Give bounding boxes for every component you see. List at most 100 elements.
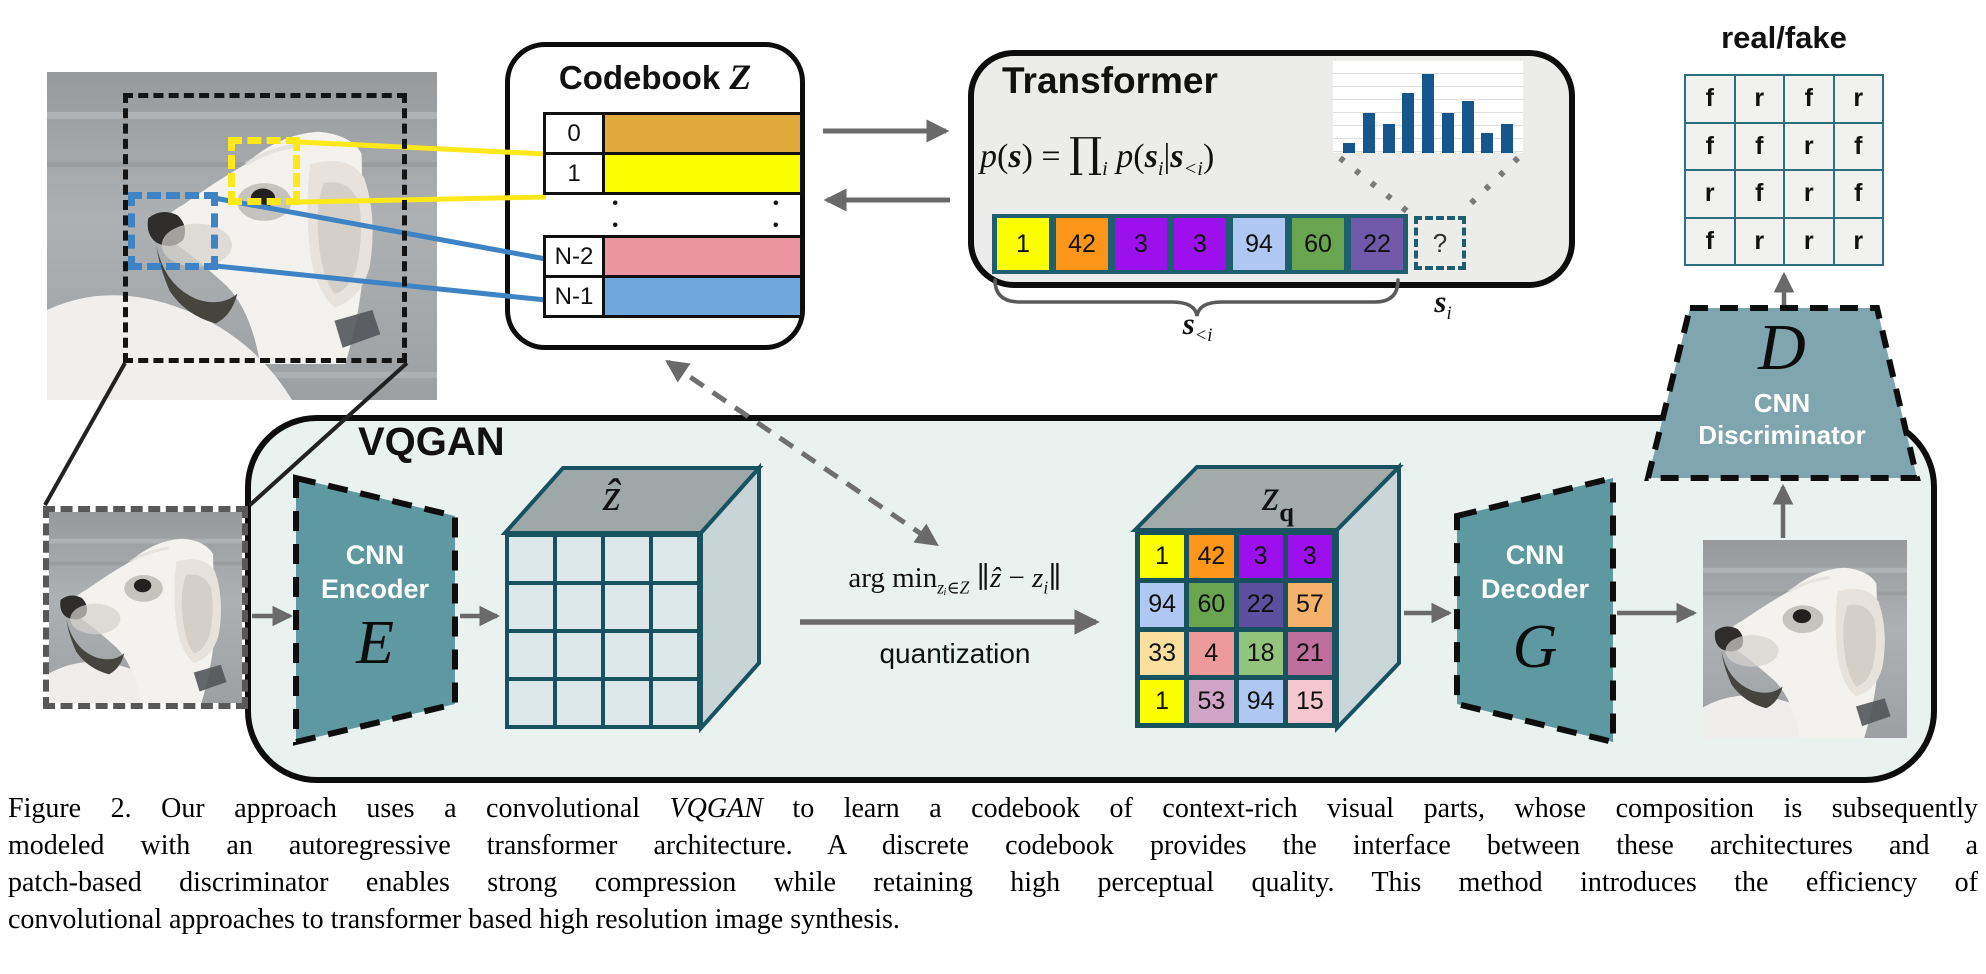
codebook-row: N-2: [543, 235, 803, 278]
text-segment: q: [1279, 497, 1294, 528]
zhat-cell: [557, 681, 601, 725]
text-segment: |: [1163, 138, 1171, 175]
text-segment: ) =: [1021, 138, 1070, 175]
histogram-bar: [1343, 142, 1355, 153]
zhat-cell: [653, 633, 697, 677]
token-cell: 3: [1174, 218, 1226, 270]
text-segment: ): [1202, 138, 1215, 175]
caption-text: to learn a codebook of context-rich visu…: [762, 793, 1978, 824]
patch-verdict-cell: r: [1785, 218, 1833, 264]
text-segment: Z: [729, 57, 752, 97]
zhat-cell: [605, 537, 649, 581]
text-segment: s: [1144, 138, 1158, 175]
zq-cell: 57: [1287, 583, 1332, 627]
realfake-title: real/fake: [1721, 20, 1847, 55]
patch-verdict-cell: r: [1785, 171, 1833, 217]
patch-verdict-cell: f: [1686, 76, 1734, 122]
histogram-bar: [1402, 93, 1415, 153]
patch-verdict-cell: r: [1735, 218, 1783, 264]
eye-patch-box: [228, 137, 300, 205]
patch-verdict-cell: f: [1735, 123, 1783, 169]
zq-cell: 4: [1189, 631, 1234, 675]
histogram-bar: [1382, 123, 1395, 153]
zhat-cell: [605, 585, 649, 629]
zhat-grid: [505, 533, 701, 729]
caption-text: VQGAN: [669, 793, 763, 824]
codebook-index: 0: [543, 112, 605, 155]
zhat-cell: [557, 633, 601, 677]
codebook-vector: [605, 152, 803, 195]
zq-cell: 3: [1287, 535, 1332, 579]
codebook-ellipsis: ••••: [543, 192, 803, 239]
encoder-symbol: E: [356, 609, 394, 677]
zq-cell: 53: [1189, 679, 1234, 723]
codebook-vector: [605, 235, 803, 278]
reconstructed-image: [1703, 540, 1907, 738]
text-segment: s: [1434, 284, 1447, 319]
encoder-label-line1: CNN: [345, 540, 405, 570]
patch-verdict-cell: f: [1785, 76, 1833, 122]
zq-cell: 94: [1140, 583, 1185, 627]
text-segment: <i: [1183, 157, 1203, 180]
zhat-cell: [653, 585, 697, 629]
nose-patch-box: [128, 192, 218, 270]
decoder-symbol: G: [1512, 613, 1558, 681]
patch-verdict-cell: f: [1686, 218, 1734, 264]
zhat-cell: [509, 633, 553, 677]
patch-verdict-cell: r: [1735, 76, 1783, 122]
token-cell: 60: [1292, 218, 1344, 270]
quantization-label: quantization: [879, 638, 1031, 669]
zhat-cell: [653, 537, 697, 581]
text-segment: ∥: [1048, 562, 1062, 594]
codebook-index: 1: [543, 152, 605, 195]
zq-cell: 15: [1287, 679, 1332, 723]
output-dog-art: [1703, 540, 1907, 738]
text-segment: ∥: [969, 562, 990, 594]
probability-histogram: [1333, 61, 1523, 153]
zq-cell: 42: [1189, 535, 1234, 579]
text-segment: Codebook: [558, 59, 730, 96]
patch-verdict-cell: r: [1834, 218, 1882, 264]
text-segment: z: [1032, 562, 1044, 594]
zq-label: zq: [1236, 470, 1320, 528]
histogram-bar: [1461, 101, 1474, 153]
token-cell: 1: [997, 218, 1049, 270]
patch-verdict-cell: r: [1834, 76, 1882, 122]
patch-verdict-cell: r: [1686, 171, 1734, 217]
decoder-label-line1: CNN: [1505, 540, 1565, 570]
caption-text: modeled with an autoregressive transform…: [8, 830, 1978, 861]
autoregressive-formula: p(s) = ∏i p(si|s<i): [980, 128, 1214, 181]
codebook-vector: [605, 112, 803, 155]
zq-cell: 33: [1140, 631, 1185, 675]
zhat-cell: [509, 537, 553, 581]
patch-verdict-cell: r: [1785, 123, 1833, 169]
histogram-bar: [1422, 73, 1434, 153]
histogram-bar: [1501, 123, 1513, 153]
zhat-cell: [509, 585, 553, 629]
caption-line: convolutional approaches to transformer …: [8, 904, 1978, 941]
figure-caption: Figure 2. Our approach uses a convolutio…: [8, 793, 1978, 941]
input-dog-art: [49, 512, 242, 703]
zq-cell: 22: [1238, 583, 1283, 627]
transformer-title: Transformer: [1002, 60, 1218, 101]
histogram-bar: [1481, 132, 1494, 153]
vqgan-title: VQGAN: [358, 420, 505, 464]
discriminator-label-line2: Discriminator: [1698, 420, 1866, 450]
token-cell: 42: [1056, 218, 1108, 270]
codebook-row: N-1: [543, 275, 803, 318]
zhat-cell: [557, 537, 601, 581]
text-segment: p: [1107, 138, 1134, 175]
zhat-label: ẑ: [603, 469, 621, 520]
codebook-row: 1: [543, 152, 803, 195]
patch-verdict-cell: f: [1735, 171, 1783, 217]
caption-line: patch-based discriminator enables strong…: [8, 867, 1978, 904]
text-segment: i: [1102, 157, 1108, 180]
zq-cell: 1: [1140, 679, 1185, 723]
zhat-cell: [653, 681, 697, 725]
codebook-row: 0: [543, 112, 803, 155]
zhat-cell: [557, 585, 601, 629]
ellipsis-dots: ••: [606, 195, 624, 239]
